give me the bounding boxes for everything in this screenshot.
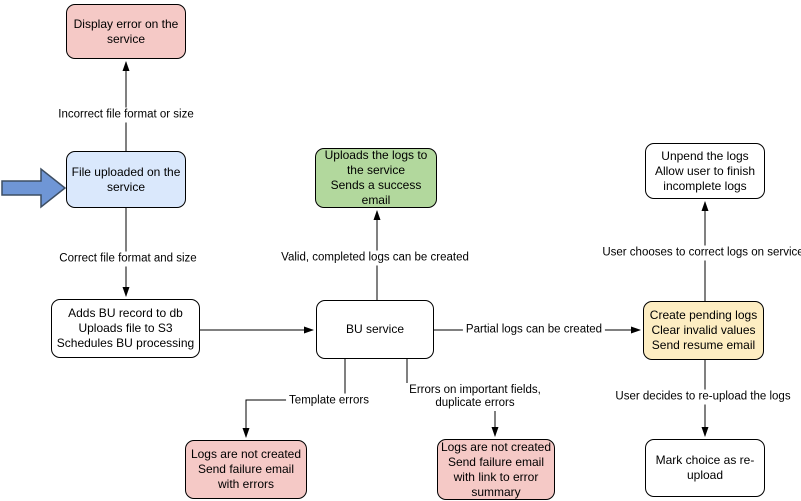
edge-label-important-field-errors: Errors on important fields, duplicate er… [406,383,544,411]
node-uploads-logs: Uploads the logs to the service Sends a … [315,148,437,208]
edge-label-user-reuploads-logs: User decides to re-upload the logs [612,389,794,405]
node-unpend-logs: Unpend the logs Allow user to finish inc… [645,143,765,199]
edge-label-template-errors: Template errors [286,393,372,409]
node-mark-choice-reupload: Mark choice as re- upload [645,439,765,497]
entry-arrow-icon [1,167,67,209]
edge-label-incorrect-file-format: Incorrect file format or size [55,107,197,123]
node-display-error: Display error on the service [66,4,186,59]
edge-label-user-corrects-logs: User chooses to correct logs on service [599,245,801,261]
node-logs-not-created-summary: Logs are not created Send failure email … [437,439,555,500]
node-create-pending-logs: Create pending logs Clear invalid values… [643,301,764,360]
node-file-uploaded: File uploaded on the service [66,151,186,208]
node-adds-bu-record: Adds BU record to db Uploads file to S3 … [51,299,200,358]
node-bu-service: BU service [316,300,434,359]
edge-label-correct-file-format: Correct file format and size [56,251,200,267]
node-logs-not-created-errors: Logs are not created Send failure email … [185,440,307,499]
edge-label-partial-logs: Partial logs can be created [462,322,606,338]
edge-label-valid-completed-logs: Valid, completed logs can be created [278,250,472,266]
